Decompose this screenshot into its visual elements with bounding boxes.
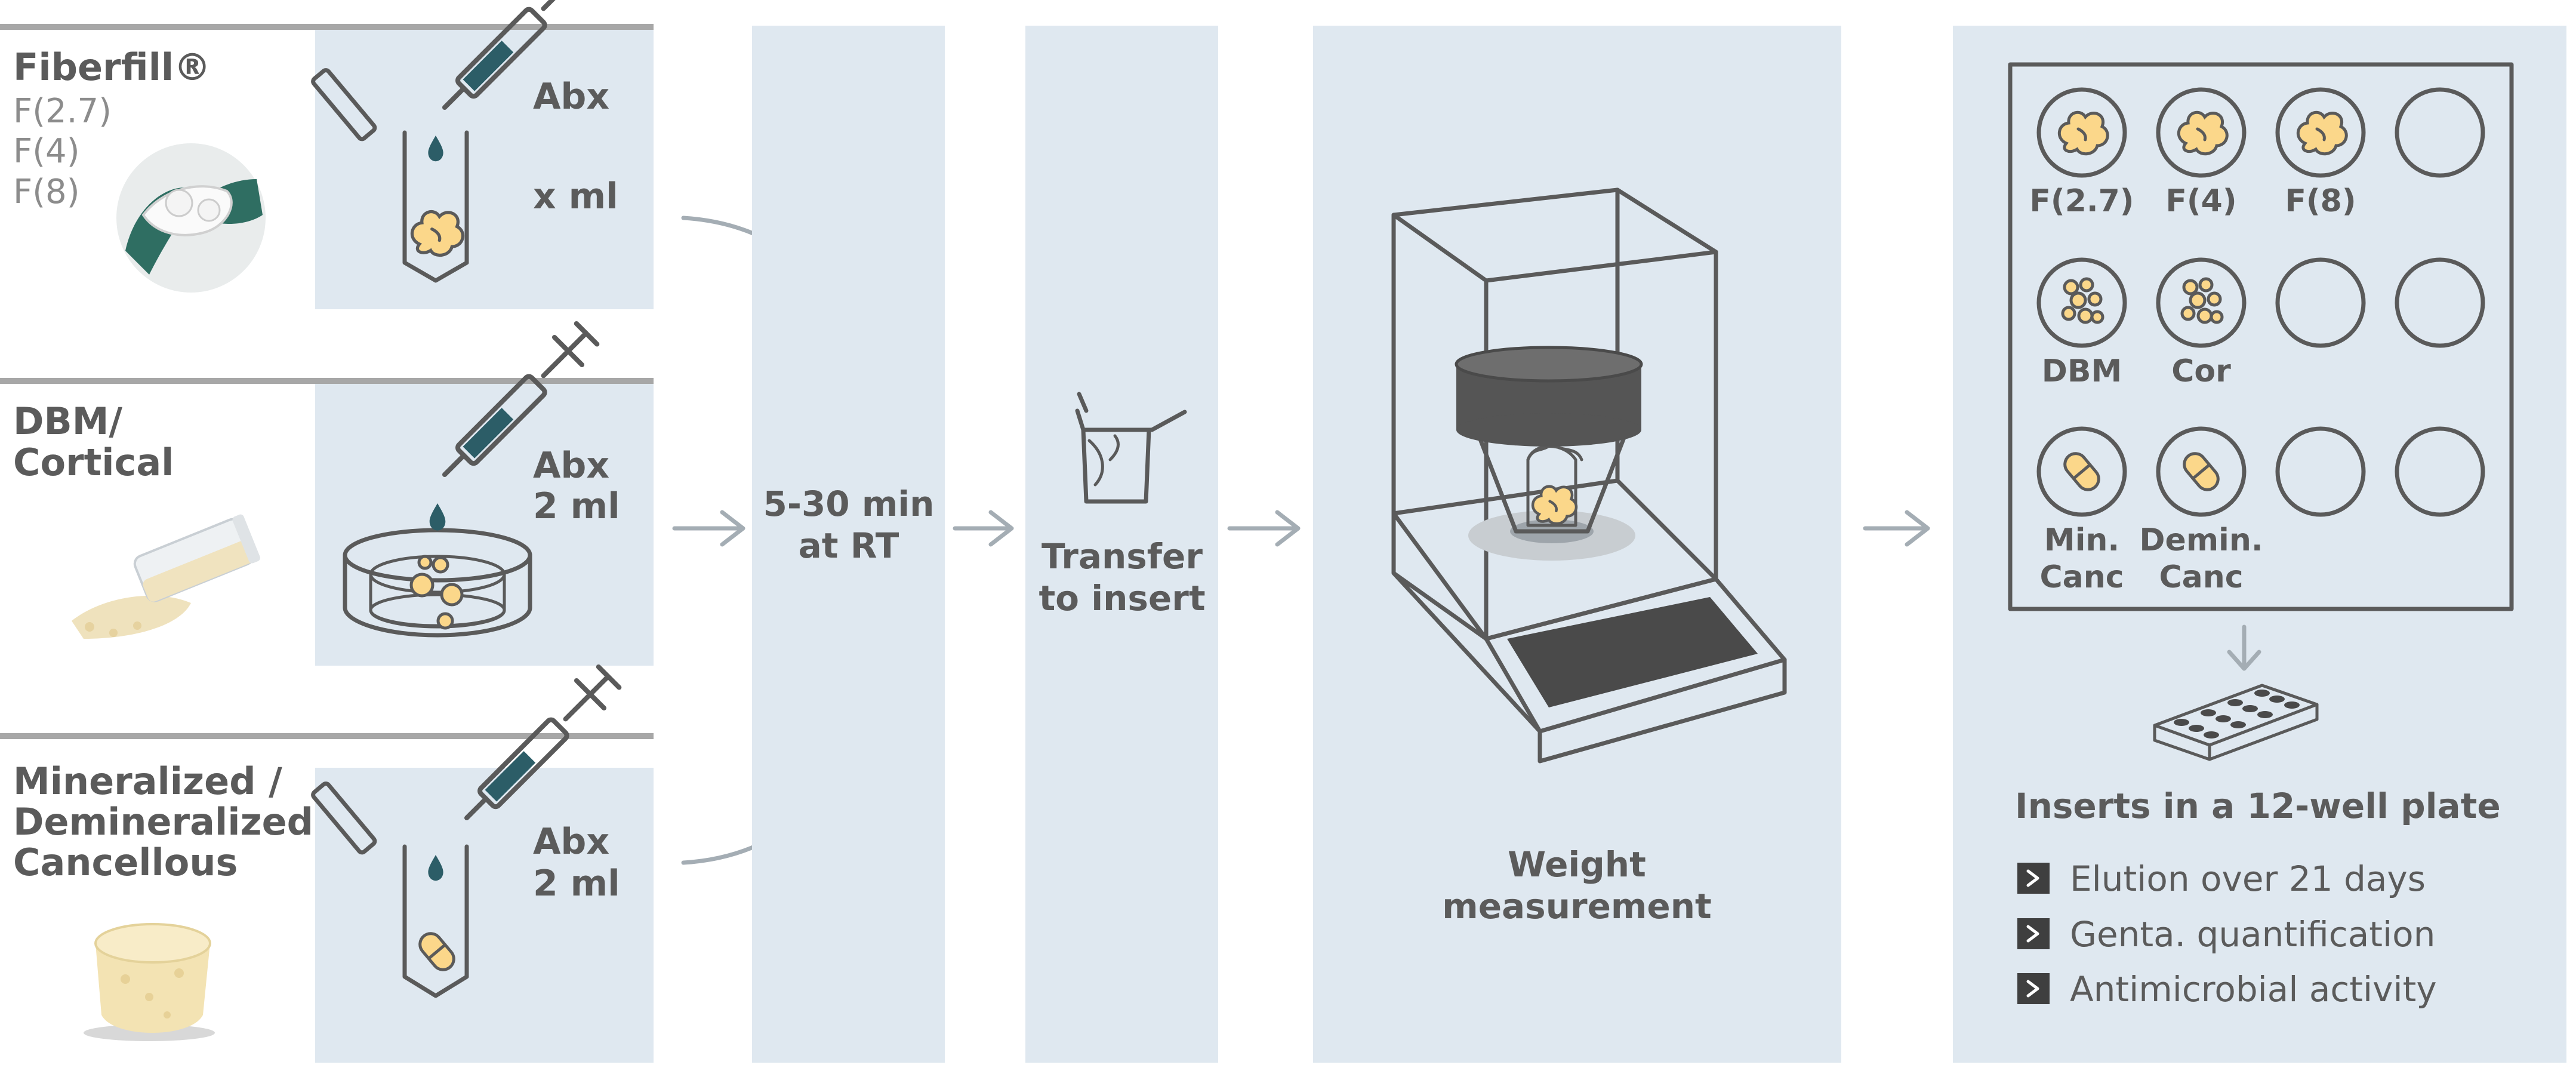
twelve-well-plate-icon (2153, 684, 2319, 761)
well-circle (2036, 426, 2127, 517)
plate-panel (1953, 26, 2566, 1063)
step-label: measurement (1442, 886, 1711, 927)
well (2395, 257, 2485, 348)
well-plate-frame (2008, 62, 2514, 611)
insert-cup-icon (1075, 392, 1187, 504)
material-title: Fiberfill® (13, 45, 211, 89)
well-circle (2275, 426, 2366, 517)
tube-icon (311, 68, 469, 283)
flow-arrow-middle (672, 510, 745, 547)
well-circle (2156, 257, 2247, 348)
flow-arrow-down (2227, 624, 2261, 671)
step-transfer: Transfer to insert (1025, 26, 1218, 1063)
step-panel (752, 26, 945, 1063)
prep-panel (315, 768, 654, 1063)
variant-label: F(2.7) (13, 92, 112, 131)
analytical-balance-icon (1391, 187, 1787, 764)
granule-vial-photo (72, 514, 260, 639)
well: Min.Canc (2036, 426, 2127, 595)
readout-item: Genta. quantification (2017, 914, 2435, 955)
step-weight: Weight measurement (1313, 26, 1841, 1063)
volume-label: x ml (533, 176, 618, 217)
abx-label: Abx (533, 445, 609, 487)
petri-dish-icon (343, 503, 532, 638)
well-circle (2275, 87, 2366, 178)
well-label: Canc (2039, 559, 2124, 595)
well-label: F(4) (2165, 183, 2236, 219)
well (2395, 426, 2485, 517)
material-title: Demineralized (13, 800, 313, 844)
well: Cor (2156, 257, 2247, 389)
divider (0, 733, 654, 739)
cancellous-cylinder-photo (84, 923, 215, 1041)
plate-title: Inserts in a 12-well plate (2015, 786, 2501, 826)
step-label: Weight (1508, 844, 1646, 885)
chevron-right-icon (2017, 973, 2050, 1004)
chevron-right-icon (2017, 918, 2050, 949)
volume-label: 2 ml (533, 485, 620, 527)
fiberfill-photo (116, 143, 266, 293)
material-fiberfill: Fiberfill® F(2.7) F(4) F(8) Abx x ml (0, 0, 654, 309)
divider (0, 24, 654, 30)
step-label: at RT (799, 525, 899, 566)
readout-label: Elution over 21 days (2070, 858, 2426, 899)
variant-label: F(4) (13, 132, 80, 171)
readout-item: Elution over 21 days (2017, 858, 2426, 899)
flow-arrow (1863, 510, 1930, 547)
well-label: Cor (2171, 353, 2231, 389)
abx-label: Abx (533, 821, 609, 863)
well: Demin.Canc (2139, 426, 2263, 595)
well (2395, 87, 2485, 178)
well-circle (2395, 426, 2485, 517)
well-label: F(2.7) (2029, 183, 2134, 219)
material-dbm-cortical: DBM/ Cortical (0, 324, 654, 666)
readout-label: Genta. quantification (2070, 914, 2435, 955)
well-circle (2156, 87, 2247, 178)
well-circle (2036, 257, 2127, 348)
step-label: to insert (1039, 578, 1205, 618)
step-label: 5-30 min (763, 484, 935, 524)
well-label: F(8) (2285, 183, 2356, 219)
material-title: Mineralized / (13, 759, 282, 803)
step-label: Transfer (1042, 536, 1203, 577)
step-incubation: 5-30 min at RT (752, 26, 945, 1063)
well-label: Canc (2159, 559, 2243, 595)
well-label: Demin. (2139, 522, 2263, 558)
tube-icon (311, 781, 469, 998)
abx-label: Abx (533, 76, 609, 118)
readout-label: Antimicrobial activity (2070, 969, 2437, 1010)
material-cancellous: Mineralized / Demineralized Cancellous A… (0, 667, 654, 1063)
well-circle (2036, 87, 2127, 178)
chevron-right-icon (2017, 863, 2050, 894)
well-circle (2156, 426, 2247, 517)
well-label: Min. (2044, 522, 2119, 558)
well: F(4) (2156, 87, 2247, 219)
divider (0, 378, 654, 384)
well (2275, 426, 2366, 517)
step-panel (1025, 26, 1218, 1063)
well: DBM (2036, 257, 2127, 389)
flow-arrow (953, 510, 1014, 547)
well: F(8) (2275, 87, 2366, 219)
well-circle (2275, 257, 2366, 348)
readout-item: Antimicrobial activity (2017, 969, 2437, 1010)
variant-label: F(8) (13, 173, 80, 211)
well: F(2.7) (2029, 87, 2134, 219)
well-circle (2395, 87, 2485, 178)
material-title: Cancellous (13, 841, 238, 884)
material-title: DBM/ (13, 399, 122, 443)
well-circle (2395, 257, 2485, 348)
material-title: Cortical (13, 441, 174, 484)
flow-arrow (1227, 510, 1301, 547)
well (2275, 257, 2366, 348)
well-label: DBM (2042, 353, 2122, 389)
volume-label: 2 ml (533, 863, 620, 904)
